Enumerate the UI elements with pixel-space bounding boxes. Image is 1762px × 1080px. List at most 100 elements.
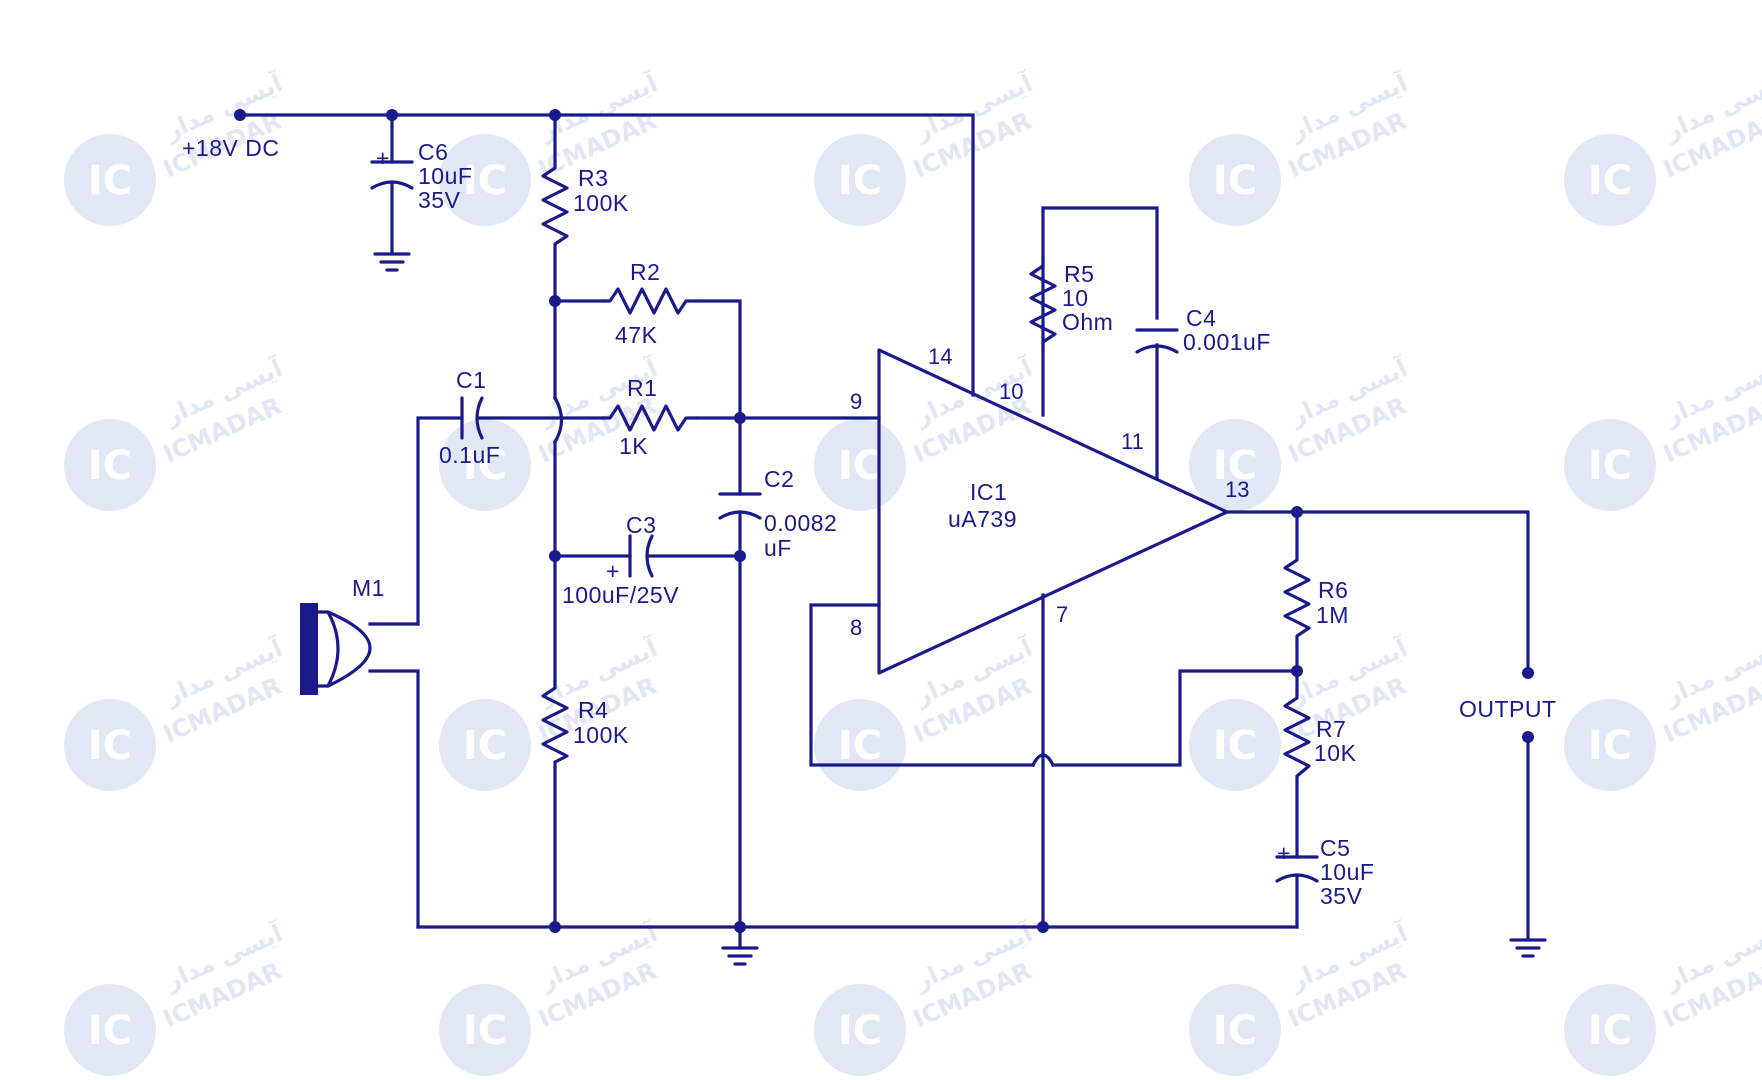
r5-ref: R5 bbox=[1064, 261, 1094, 287]
c5-value: 10uF bbox=[1320, 859, 1374, 885]
r7-ref: R7 bbox=[1316, 716, 1346, 742]
r3-ref: R3 bbox=[578, 165, 608, 191]
output-terminal bbox=[1522, 731, 1534, 743]
c2-ref: C2 bbox=[764, 466, 794, 492]
c3-ref: C3 bbox=[626, 512, 656, 538]
junctions bbox=[234, 109, 1534, 933]
wire-crossover bbox=[552, 395, 564, 445]
c2-value: 0.0082 bbox=[764, 510, 837, 536]
c3-plus-sign: + bbox=[606, 558, 620, 584]
capacitor-c4 bbox=[1135, 328, 1179, 354]
wire-output bbox=[1225, 510, 1530, 675]
svg-text:IC: IC bbox=[1213, 1008, 1257, 1054]
capacitor-c1 bbox=[460, 396, 484, 440]
svg-text:IC: IC bbox=[1588, 443, 1632, 489]
svg-text:IC: IC bbox=[1213, 158, 1257, 204]
junction bbox=[549, 109, 561, 121]
capacitor-c5 bbox=[1275, 855, 1319, 883]
c6-rating: 35V bbox=[418, 187, 461, 213]
c4-ref: C4 bbox=[1186, 305, 1216, 331]
junction bbox=[734, 921, 746, 933]
svg-text:IC: IC bbox=[463, 158, 507, 204]
output-terminal bbox=[1522, 667, 1534, 679]
junction bbox=[734, 550, 746, 562]
supply-label: +18V DC bbox=[182, 135, 279, 161]
capacitor-c6 bbox=[370, 160, 414, 190]
svg-text:IC: IC bbox=[463, 443, 507, 489]
r2-ref: R2 bbox=[630, 259, 660, 285]
opamp-ic1 bbox=[877, 348, 1229, 675]
c1-ref: C1 bbox=[456, 367, 486, 393]
c4-value: 0.001uF bbox=[1183, 329, 1271, 355]
c5-rating: 35V bbox=[1320, 883, 1363, 909]
c5-ref: C5 bbox=[1320, 835, 1350, 861]
junction bbox=[386, 109, 398, 121]
svg-text:IC: IC bbox=[1588, 1008, 1632, 1054]
svg-text:IC: IC bbox=[838, 1008, 882, 1054]
resistor-r6 bbox=[1283, 550, 1311, 647]
resistor-r4 bbox=[541, 678, 569, 770]
r5-value: 10 bbox=[1062, 285, 1089, 311]
pin-10-label: 10 bbox=[999, 379, 1023, 404]
svg-text:IC: IC bbox=[88, 723, 132, 769]
r4-value: 100K bbox=[573, 722, 629, 748]
r2-value: 47K bbox=[615, 322, 658, 348]
svg-text:IC: IC bbox=[463, 723, 507, 769]
c3-value: 100uF/25V bbox=[562, 582, 679, 608]
r5-unit: Ohm bbox=[1062, 309, 1113, 335]
c1-value: 0.1uF bbox=[439, 442, 500, 468]
wire-feedback-hop bbox=[1030, 753, 1056, 768]
supply-terminal bbox=[234, 109, 246, 121]
m1-ref: M1 bbox=[352, 575, 385, 601]
svg-text:IC: IC bbox=[88, 1008, 132, 1054]
svg-text:IC: IC bbox=[1588, 723, 1632, 769]
junction bbox=[1291, 665, 1303, 677]
junction bbox=[1291, 506, 1303, 518]
wires bbox=[238, 113, 1530, 947]
wire-pin8-left bbox=[809, 603, 1035, 767]
c6-value: 10uF bbox=[418, 163, 472, 189]
r7-value: 10K bbox=[1314, 740, 1357, 766]
wire-feedback-right bbox=[1051, 669, 1299, 767]
r4-ref: R4 bbox=[578, 697, 608, 723]
svg-text:IC: IC bbox=[838, 723, 882, 769]
pin-11-label: 11 bbox=[1121, 429, 1144, 454]
pin-14-label: 14 bbox=[928, 344, 952, 369]
resistor-r3 bbox=[541, 158, 569, 254]
ic1-part: uA739 bbox=[948, 506, 1017, 532]
wire-r5-c4-loop bbox=[1041, 206, 1159, 417]
ground-symbol-output bbox=[1509, 938, 1547, 958]
resistor-r2 bbox=[601, 287, 699, 315]
r1-ref: R1 bbox=[627, 375, 657, 401]
resistor-r7 bbox=[1283, 688, 1311, 787]
ic1-ref: IC1 bbox=[970, 479, 1007, 505]
c5-plus-sign: + bbox=[1277, 840, 1291, 866]
junction bbox=[549, 921, 561, 933]
capacitor-c2 bbox=[718, 492, 762, 520]
resistor-r1 bbox=[601, 404, 699, 432]
junction bbox=[1037, 921, 1049, 933]
supply-rail bbox=[238, 113, 975, 397]
wire-mic-c1 bbox=[416, 416, 464, 626]
resistor-r5 bbox=[1029, 256, 1057, 352]
wire-r2-right bbox=[695, 299, 742, 420]
ground-symbol-c6 bbox=[373, 252, 411, 272]
pin-8-label: 8 bbox=[850, 615, 862, 640]
microphone-m1 bbox=[300, 603, 372, 695]
r6-value: 1M bbox=[1316, 602, 1349, 628]
junction bbox=[549, 295, 561, 307]
